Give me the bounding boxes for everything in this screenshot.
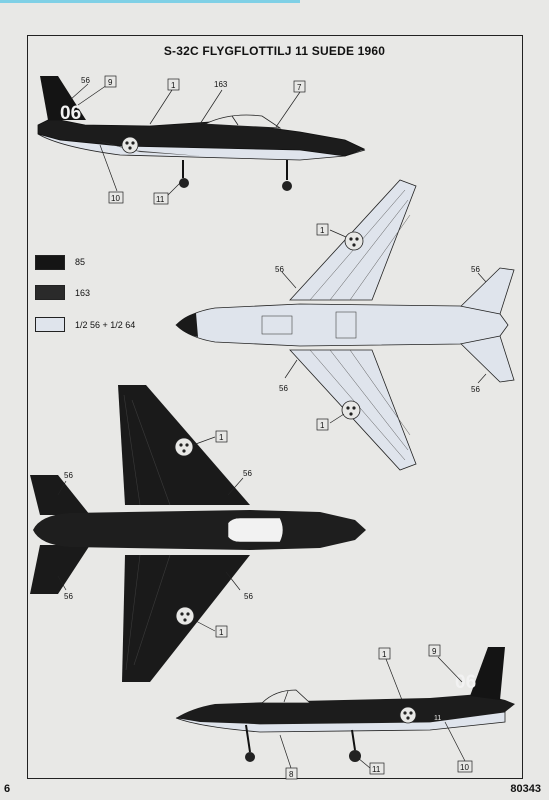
callout-upper-56d: 56 [64, 592, 73, 601]
product-code: 80343 [510, 783, 541, 795]
fuselage-mark-bottom: 11 [434, 715, 441, 722]
page-number: 6 [4, 783, 11, 795]
svg-text:1: 1 [320, 226, 325, 235]
callout-56: 56 [81, 76, 90, 85]
svg-text:10: 10 [111, 194, 120, 203]
upper-view: 1 1 56 56 56 56 [30, 385, 366, 682]
svg-text:10: 10 [460, 763, 469, 772]
callout-box-upper-1b: 1 [215, 625, 228, 638]
callout-box-b9: 9 [428, 644, 441, 657]
callout-box-b11: 11 [369, 762, 385, 775]
roundel-lower-dark [175, 606, 195, 626]
callout-box-11: 11 [153, 192, 169, 205]
callout-box-b8: 8 [285, 767, 298, 780]
callout-56d: 56 [471, 385, 480, 394]
side-view-top: 11 06 56 9 1 163 7 10 11 [37, 75, 366, 205]
svg-text:1: 1 [320, 421, 325, 430]
svg-text:9: 9 [432, 647, 437, 656]
roundel-upper-dark [174, 437, 194, 457]
legend-swatch-85 [35, 255, 65, 270]
roundel-upper [344, 231, 364, 251]
legend-label-85: 85 [75, 257, 86, 267]
svg-text:9: 9 [108, 78, 113, 87]
legend-swatch-163 [35, 285, 65, 300]
svg-text:1: 1 [219, 628, 224, 637]
legend-label-163: 163 [75, 288, 91, 298]
callout-box-1a: 1 [316, 223, 329, 236]
svg-text:11: 11 [156, 195, 165, 204]
svg-text:8: 8 [289, 770, 294, 779]
svg-text:1: 1 [219, 433, 224, 442]
legend-swatch-56-64 [35, 317, 65, 332]
callout-upper-56a: 56 [243, 469, 252, 478]
tail-number-top: 06 [60, 103, 81, 124]
callout-box-1b: 1 [316, 418, 329, 431]
svg-text:1: 1 [171, 81, 176, 90]
callout-box-upper-1a: 1 [215, 430, 228, 443]
callout-56b: 56 [279, 384, 288, 393]
svg-text:7: 7 [297, 83, 302, 92]
callout-box-9: 9 [104, 75, 117, 88]
callout-163: 163 [214, 80, 228, 89]
callout-box-b1: 1 [378, 647, 391, 660]
page-title: S-32C FLYGFLOTTILJ 11 SUEDE 1960 [163, 44, 386, 58]
roundel-lower [341, 400, 361, 420]
legend-label-56-64: 1/2 56 + 1/2 64 [75, 320, 136, 330]
callout-upper-56c: 56 [64, 471, 73, 480]
callout-56a: 56 [275, 265, 284, 274]
top-accent-bar [0, 0, 300, 3]
side-view-bottom: 11 06 1 9 8 11 10 [175, 644, 515, 780]
callout-box-1: 1 [167, 78, 180, 91]
page-frame [27, 35, 523, 779]
tail-number-bottom: 06 [455, 672, 476, 693]
svg-text:1: 1 [382, 650, 387, 659]
callout-box-10: 10 [108, 191, 124, 204]
callout-box-b10: 10 [457, 760, 473, 773]
svg-text:11: 11 [372, 765, 381, 774]
underside-view: 1 1 56 56 56 56 [175, 179, 515, 471]
callout-upper-56b: 56 [244, 592, 253, 601]
fuselage-mark-top: 11 [103, 147, 110, 154]
callout-56c: 56 [471, 265, 480, 274]
callout-box-7: 7 [293, 80, 306, 93]
